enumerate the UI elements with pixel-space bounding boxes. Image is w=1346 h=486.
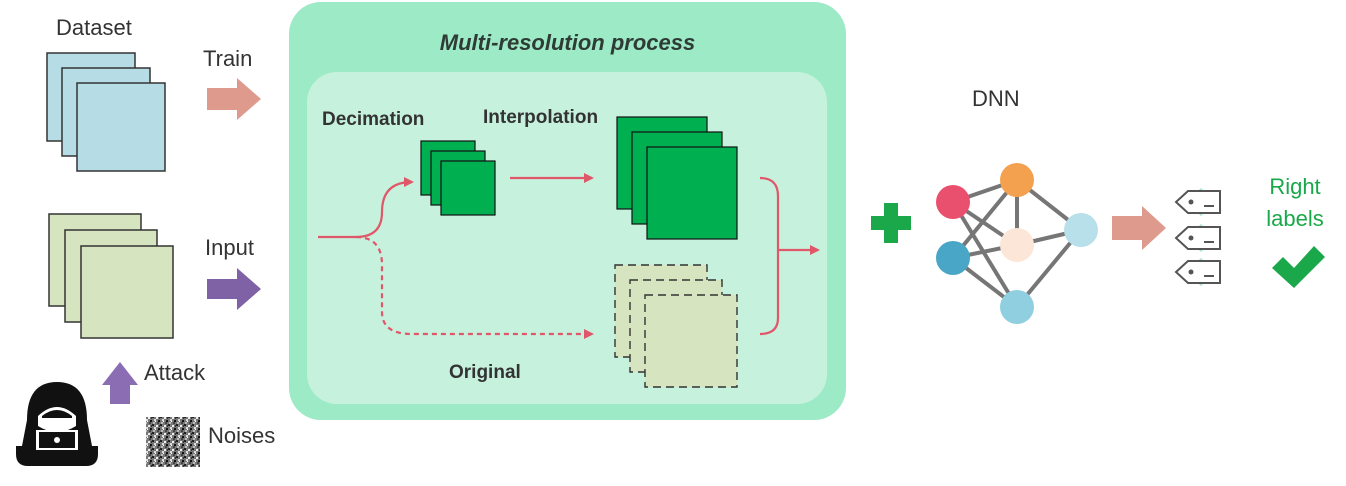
label-tag-icon [1174,188,1221,216]
decimation-label: Decimation [322,109,425,130]
train-label: Train [203,46,253,71]
attack-arrow [102,362,138,404]
label-tag-icon [1174,258,1221,286]
flow-lines [318,173,820,339]
interpolation-label: Interpolation [483,107,599,128]
attack-label: Attack [144,360,206,385]
process-inner-box [307,72,827,404]
interpolated-image-stack [616,116,738,240]
decimated-image-stack [420,140,496,216]
dnn-node [936,241,970,275]
process-title: Multi-resolution process [439,30,696,55]
dnn-label: DNN [972,86,1020,111]
input-image-stack [48,213,174,339]
label-tag-icon [1174,224,1221,252]
right-labels-text: Right labels [1250,171,1340,235]
noise-image-icon [146,417,200,467]
right-labels-line1: Right [1269,174,1321,199]
dataset-image-stack [46,52,166,172]
checkmark-icon [1272,246,1325,288]
dnn-node [1000,290,1034,324]
dnn-node [1000,163,1034,197]
dnn-node [1000,228,1034,262]
dataset-label: Dataset [56,15,132,40]
output-arrow [1112,206,1166,250]
dnn-node [1064,213,1098,247]
right-labels-line2: labels [1266,206,1324,231]
noises-label: Noises [208,423,276,448]
original-label: Original [449,362,521,383]
plus-icon [871,203,911,243]
dnn-node [936,185,970,219]
original-image-stack [614,264,738,388]
hacker-icon [16,382,98,466]
input-label: Input [205,235,254,260]
train-arrow [207,78,261,120]
input-arrow [207,268,261,310]
